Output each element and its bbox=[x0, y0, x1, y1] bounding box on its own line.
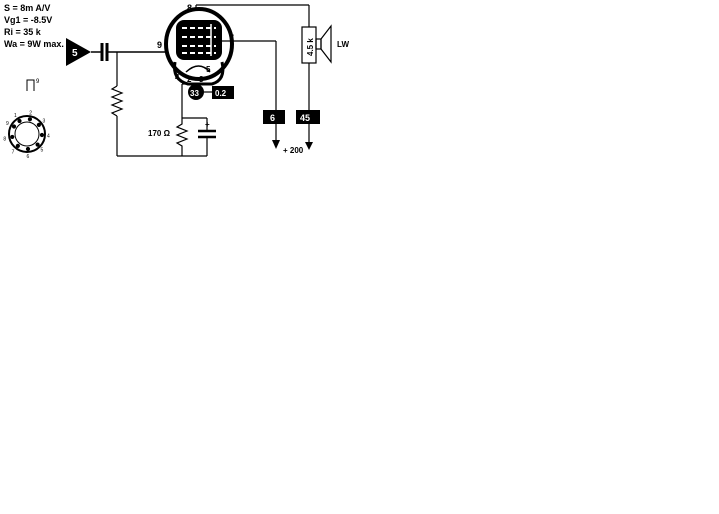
spec-grid-bias: Vg1 = -8.5V bbox=[4, 15, 52, 25]
socket-pin-label: 5 bbox=[41, 148, 44, 154]
grid-resistor-branch bbox=[110, 52, 207, 157]
supply-arrow bbox=[272, 140, 280, 149]
socket-pin-label: 4 bbox=[47, 133, 50, 139]
pin-key-diagram: 9 1 2 3 4 5 6 7 8 9 bbox=[3, 79, 50, 160]
key-label: 9 bbox=[36, 79, 40, 85]
socket-pin-label: 9 bbox=[6, 121, 9, 127]
screen-current-box: 45 bbox=[296, 110, 320, 124]
grid-resistor bbox=[110, 85, 124, 117]
spec-block: S = 8m A/V Vg1 = -8.5V Ri = 35 k Wa = 9W… bbox=[4, 3, 64, 49]
supply-label: + 200 bbox=[283, 146, 304, 155]
pin-grid-label: 9 bbox=[157, 40, 162, 50]
capacitor-polarity: + bbox=[205, 120, 210, 129]
socket-inner bbox=[14, 121, 40, 147]
input-box-label: 5 bbox=[72, 48, 78, 59]
socket-pins: 1 2 3 4 5 6 7 8 9 bbox=[3, 110, 50, 160]
cathode-indicator: 33 0.2 bbox=[188, 84, 234, 100]
input-stage: 5 bbox=[66, 38, 180, 66]
speaker-cone bbox=[320, 24, 332, 64]
socket-pin bbox=[11, 124, 17, 129]
cathode-resistor bbox=[175, 118, 189, 156]
socket-pin bbox=[17, 118, 22, 124]
speaker bbox=[315, 24, 332, 64]
socket-pin bbox=[10, 134, 15, 140]
pin-heater-a-label: 4 bbox=[175, 73, 180, 82]
cathode-resistor-label: 170 Ω bbox=[148, 129, 171, 138]
pentode-tube: 8 9 7 4 5 2 3 bbox=[157, 3, 234, 86]
cathode-current-circle bbox=[188, 84, 204, 100]
coupling-capacitor bbox=[100, 43, 109, 61]
socket-pin bbox=[27, 117, 33, 122]
screen-wiring bbox=[195, 4, 317, 150]
spec-internal-resistance: Ri = 35 k bbox=[4, 27, 42, 37]
input-triangle bbox=[66, 38, 91, 66]
socket-pin bbox=[25, 146, 31, 152]
filament bbox=[185, 65, 211, 73]
pin-cathode-b-label: 3 bbox=[199, 75, 204, 84]
speaker-magnet bbox=[315, 38, 322, 50]
socket-pin bbox=[39, 132, 45, 138]
socket-pin bbox=[35, 142, 40, 147]
key-outline bbox=[26, 79, 35, 91]
cathode-voltage-label: 0.2 bbox=[215, 89, 227, 98]
anode-current-label: 6 bbox=[270, 113, 275, 123]
socket-pin-label: 8 bbox=[3, 136, 6, 142]
socket-pin bbox=[36, 122, 42, 127]
socket-pin-label: 1 bbox=[14, 113, 17, 119]
anode-current-box: 6 bbox=[263, 110, 285, 124]
socket-pin bbox=[15, 143, 20, 149]
spec-anode-dissipation: Wa = 9W max. bbox=[4, 39, 64, 49]
socket-pin-label: 6 bbox=[26, 154, 29, 160]
tube-base bbox=[173, 61, 225, 86]
socket-pin-label: 7 bbox=[12, 149, 15, 155]
pin-cathode-a-label: 2 bbox=[187, 75, 192, 84]
pin-screen-label: 8 bbox=[187, 3, 192, 13]
pin-heater-b-label: 5 bbox=[206, 65, 211, 74]
socket-pin-label: 3 bbox=[42, 119, 45, 125]
cathode-current-label: 33 bbox=[190, 89, 199, 98]
spec-transconductance: S = 8m A/V bbox=[4, 3, 50, 13]
socket-pin-label: 2 bbox=[29, 110, 32, 116]
speaker-label: LW bbox=[337, 40, 349, 49]
anode-wiring bbox=[222, 40, 277, 142]
pin-anode-label: 7 bbox=[229, 33, 234, 43]
screen-current-label: 45 bbox=[300, 113, 310, 123]
screen-resistor-label: 4.5 k bbox=[306, 38, 315, 56]
socket-outer bbox=[8, 115, 46, 153]
cathode-network bbox=[175, 83, 216, 156]
